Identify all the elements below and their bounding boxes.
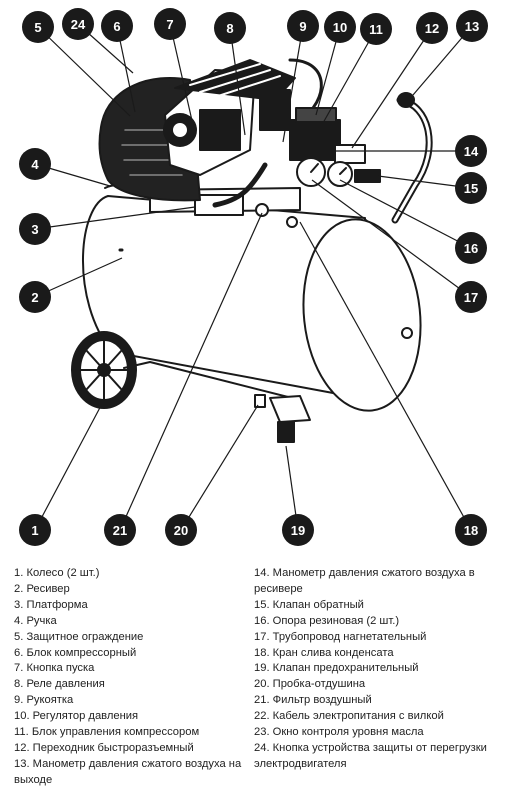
legend-item: 10. Регулятор давления <box>14 710 139 723</box>
legend-item: 5. Защитное ограждение <box>14 630 144 643</box>
callout-3-label: 3 <box>31 222 38 237</box>
legend-item: 14. Манометр давления сжатого воздуха в … <box>254 567 475 595</box>
legend-item: 15. Клапан обратный <box>254 598 364 611</box>
callout-20-label: 20 <box>174 523 188 538</box>
callout-19: 19 <box>282 514 314 546</box>
leader-lines <box>34 23 473 531</box>
callout-18-label: 18 <box>464 523 478 538</box>
callout-24-label: 24 <box>71 17 86 32</box>
legend-left-column: 1. Колесо (2 шт.) 2. Ресивер 3. Платформ… <box>14 566 249 789</box>
callout-14-label: 14 <box>464 144 479 159</box>
legend-item: 13. Манометр давления сжатого воздуха на… <box>14 757 242 786</box>
callout-5: 5 <box>22 11 54 43</box>
discharge-pipe <box>212 162 268 208</box>
callout-7-label: 7 <box>166 17 173 32</box>
callout-6: 6 <box>101 10 133 42</box>
callout-11-label: 11 <box>369 22 383 37</box>
callout-12: 12 <box>416 12 448 44</box>
callout-16: 16 <box>455 232 487 264</box>
guard-vents <box>121 129 183 176</box>
callout-17-label: 17 <box>464 290 478 305</box>
callout-9: 9 <box>287 10 319 42</box>
legend-item: 3. Платформа <box>14 598 88 611</box>
callout-14: 14 <box>455 135 487 167</box>
legend-item: 1. Колесо (2 шт.) <box>14 567 100 579</box>
vent-plug <box>254 394 266 408</box>
callout-20: 20 <box>165 514 197 546</box>
control-unit <box>289 107 366 164</box>
legend-item: 23. Окно контроля уровня масла <box>254 726 424 739</box>
safety-valve <box>277 421 295 443</box>
quick-coupling <box>354 169 381 183</box>
callout-10: 10 <box>324 11 356 43</box>
compressor-block <box>163 59 296 176</box>
callout-9-label: 9 <box>299 19 306 34</box>
callout-21-label: 21 <box>113 523 127 538</box>
callout-4: 4 <box>19 148 51 180</box>
callout-15: 15 <box>455 172 487 204</box>
legend-item: 4. Ручка <box>14 614 57 627</box>
pressure-switch <box>259 89 291 131</box>
safety-valve-bracket <box>269 395 311 423</box>
rear-handle-cap <box>397 92 415 108</box>
air-filter <box>255 203 269 217</box>
frame <box>123 361 301 401</box>
callouts: 1 2 3 4 5 6 7 8 9 10 11 12 13 14 15 16 1… <box>19 8 488 546</box>
wheel <box>71 331 137 409</box>
callout-6-label: 6 <box>113 19 120 34</box>
callout-7: 7 <box>154 8 186 40</box>
callout-21: 21 <box>104 514 136 546</box>
legend-item: 12. Переходник быстроразъемный <box>14 741 194 754</box>
callout-8: 8 <box>214 12 246 44</box>
legend-item: 21. Фильтр воздушный <box>254 694 372 707</box>
legend-right-column: 14. Манометр давления сжатого воздуха в … <box>254 566 504 773</box>
compressor-illustration <box>71 58 433 443</box>
callout-11: 11 <box>360 13 392 45</box>
callout-1-label: 1 <box>31 523 38 538</box>
callout-13-label: 13 <box>465 19 479 34</box>
legend-item: 8. Реле давления <box>14 678 105 691</box>
legend-item: 6. Блок компрессорный <box>14 646 137 659</box>
callout-8-label: 8 <box>226 21 233 36</box>
callout-18: 18 <box>455 514 487 546</box>
callout-12-label: 12 <box>425 21 439 36</box>
callout-16-label: 16 <box>464 241 478 256</box>
legend-item: 18. Кран слива конденсата <box>254 646 394 659</box>
callout-2-label: 2 <box>31 290 38 305</box>
legend-item: 19. Клапан предохранительный <box>254 662 419 675</box>
legend-item: 22. Кабель электропитания с вилкой <box>254 710 444 723</box>
callout-13: 13 <box>456 10 488 42</box>
callout-5-label: 5 <box>34 20 41 35</box>
legend-item: 9. Рукоятка <box>14 694 74 707</box>
legend-item: 11. Блок управления компрессором <box>14 726 200 739</box>
compressor-diagram: 1 2 3 4 5 6 7 8 9 10 11 12 13 14 15 16 1… <box>19 8 488 546</box>
callout-17: 17 <box>455 281 487 313</box>
callout-2: 2 <box>19 281 51 313</box>
legend-item: 2. Ресивер <box>14 582 70 595</box>
legend-item: 16. Опора резиновая (2 шт.) <box>254 614 400 627</box>
callout-3: 3 <box>19 213 51 245</box>
callout-10-label: 10 <box>333 20 347 35</box>
condensate-valve <box>286 216 298 228</box>
callout-4-label: 4 <box>31 157 39 172</box>
callout-19-label: 19 <box>291 523 305 538</box>
callout-15-label: 15 <box>464 181 478 196</box>
legend-item: 20. Пробка-отдушина <box>254 678 366 691</box>
legend-item: 24. Кнопка устройства защиты от перегруз… <box>254 741 487 770</box>
callout-24: 24 <box>62 8 94 40</box>
legend-item: 7. Кнопка пуска <box>14 662 95 675</box>
legend-item: 17. Трубопровод нагнетательный <box>254 630 427 643</box>
callout-1: 1 <box>19 514 51 546</box>
